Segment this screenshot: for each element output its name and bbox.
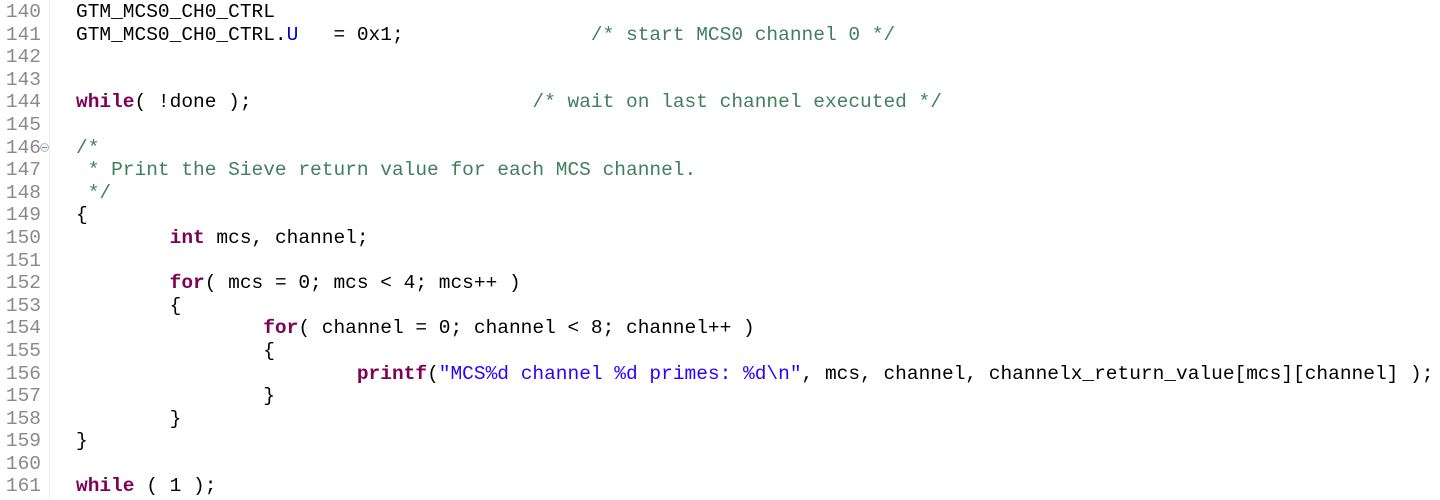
code-text: }: [76, 407, 182, 431]
code-text: for( mcs = 0; mcs < 4; mcs++ ): [76, 272, 521, 295]
code-token: }: [76, 407, 182, 430]
line-number: 140: [5, 1, 41, 23]
line-number: 155: [5, 339, 41, 362]
code-line[interactable]: 153 {: [0, 295, 1440, 318]
line-number: 145: [5, 113, 41, 136]
line-number: 151: [5, 249, 41, 272]
code-text: for( channel = 0; channel < 8; channel++…: [76, 317, 755, 340]
comment-token: * Print the Sieve return value for each …: [76, 159, 697, 182]
code-line[interactable]: 158 }: [0, 408, 1440, 431]
line-number: 142: [5, 46, 41, 69]
code-line[interactable]: 146 /*: [0, 137, 1440, 160]
code-token: [76, 317, 263, 339]
code-line[interactable]: 147 * Print the Sieve return value for e…: [0, 159, 1440, 182]
code-line[interactable]: 151: [0, 250, 1440, 273]
code-line[interactable]: 141 GTM_MCS0_CH0_CTRL.U = 0x1; /* start M…: [0, 24, 1440, 47]
code-text: GTM_MCS0_CH0_CTRL.U = 0x1; /* start MCS0…: [76, 24, 895, 47]
code-text: GTM_MCS0_CH0_CTRL: [76, 1, 275, 24]
keyword-token: for: [263, 317, 299, 340]
code-line[interactable]: 145: [0, 114, 1440, 137]
line-number: 154: [5, 317, 41, 340]
comment-token: /* start MCS0 channel 0 */: [590, 23, 896, 46]
code-line[interactable]: 140 GTM_MCS0_CH0_CTRL: [0, 1, 1440, 24]
code-text: {: [76, 340, 275, 363]
code-line[interactable]: 144 while( !done ); /* wait on last chann…: [0, 91, 1440, 114]
code-line[interactable]: 154 for( channel = 0; channel < 8; chann…: [0, 317, 1440, 340]
code-line[interactable]: 161 while ( 1 );: [0, 475, 1440, 498]
code-token: {: [76, 294, 182, 317]
code-text: int mcs, channel;: [76, 227, 369, 250]
code-line[interactable]: 156 printf("MCS%d channel %d primes: %d\…: [0, 363, 1440, 386]
line-number: 152: [5, 272, 41, 295]
code-text: while( !done ); /* wait on last channel …: [76, 91, 942, 114]
code-token: ( channel = 0; channel < 8; channel++ ): [298, 317, 755, 340]
code-text: }: [76, 430, 88, 453]
code-token: [76, 227, 170, 249]
keyword-token: for: [169, 272, 205, 295]
code-line[interactable]: 155 {: [0, 340, 1440, 363]
line-number: 141: [5, 23, 41, 46]
code-text: }: [76, 385, 275, 408]
line-number: 161: [5, 475, 41, 498]
code-line[interactable]: 149 {: [0, 204, 1440, 227]
string-token: "MCS%d channel %d primes: %d\n": [438, 362, 802, 385]
line-number: 146: [5, 136, 41, 159]
code-text: /*: [76, 137, 99, 160]
line-number: 160: [5, 452, 41, 475]
line-number: 159: [5, 430, 41, 453]
line-number: 157: [5, 385, 41, 408]
code-token: = 0x1;: [298, 23, 591, 46]
code-token: GTM_MCS0_CH0_CTRL: [76, 1, 275, 23]
code-text: */: [76, 182, 111, 205]
code-token: [76, 363, 357, 385]
code-token: GTM_MCS0_CH0_CTRL.: [76, 23, 287, 46]
code-token: {: [76, 204, 88, 227]
comment-token: /* wait on last channel executed */: [532, 91, 942, 114]
line-number: 149: [5, 204, 41, 227]
code-token: (: [427, 362, 439, 385]
code-token: }: [76, 385, 275, 408]
code-token: }: [76, 430, 88, 453]
comment-token: /*: [76, 136, 100, 159]
line-number: 156: [5, 362, 41, 385]
code-text: printf("MCS%d channel %d primes: %d\n", …: [76, 362, 1434, 386]
code-line[interactable]: 157 }: [0, 385, 1440, 408]
line-number: 153: [5, 294, 41, 317]
code-token: ( !done );: [134, 91, 533, 114]
keyword-token: while: [76, 91, 135, 114]
keyword-token: int: [169, 226, 205, 249]
line-number: 150: [5, 226, 41, 249]
code-token: [76, 272, 170, 294]
code-text: while ( 1 );: [76, 475, 216, 498]
code-token: mcs, channel;: [204, 226, 369, 249]
keyword-token: while: [76, 475, 135, 498]
code-token: , mcs, channel, channelx_return_value[mc…: [801, 362, 1434, 385]
code-token: ( mcs = 0; mcs < 4; mcs++ ): [204, 272, 521, 295]
code-token: ( 1 );: [134, 475, 217, 498]
code-line[interactable]: 152 for( mcs = 0; mcs < 4; mcs++ ): [0, 272, 1440, 295]
code-line[interactable]: 143: [0, 69, 1440, 92]
code-text: {: [76, 204, 88, 227]
code-line[interactable]: 142: [0, 46, 1440, 69]
code-token: {: [76, 339, 275, 362]
fold-collapse-icon[interactable]: [40, 142, 49, 152]
code-line[interactable]: 160: [0, 453, 1440, 476]
code-text: * Print the Sieve return value for each …: [76, 159, 697, 182]
line-number-gutter: [0, 0, 50, 500]
line-number: 148: [5, 181, 41, 204]
field-token: U: [286, 23, 299, 46]
line-number: 147: [5, 159, 41, 182]
code-line[interactable]: 150 int mcs, channel;: [0, 227, 1440, 250]
code-line[interactable]: 159}: [0, 430, 1440, 453]
code-line[interactable]: 148 */: [0, 182, 1440, 205]
line-number: 144: [5, 91, 41, 114]
keyword-token: printf: [356, 362, 428, 385]
line-number: 158: [5, 407, 41, 430]
comment-token: */: [76, 181, 112, 204]
code-text: {: [76, 294, 182, 318]
line-number: 143: [5, 68, 41, 91]
